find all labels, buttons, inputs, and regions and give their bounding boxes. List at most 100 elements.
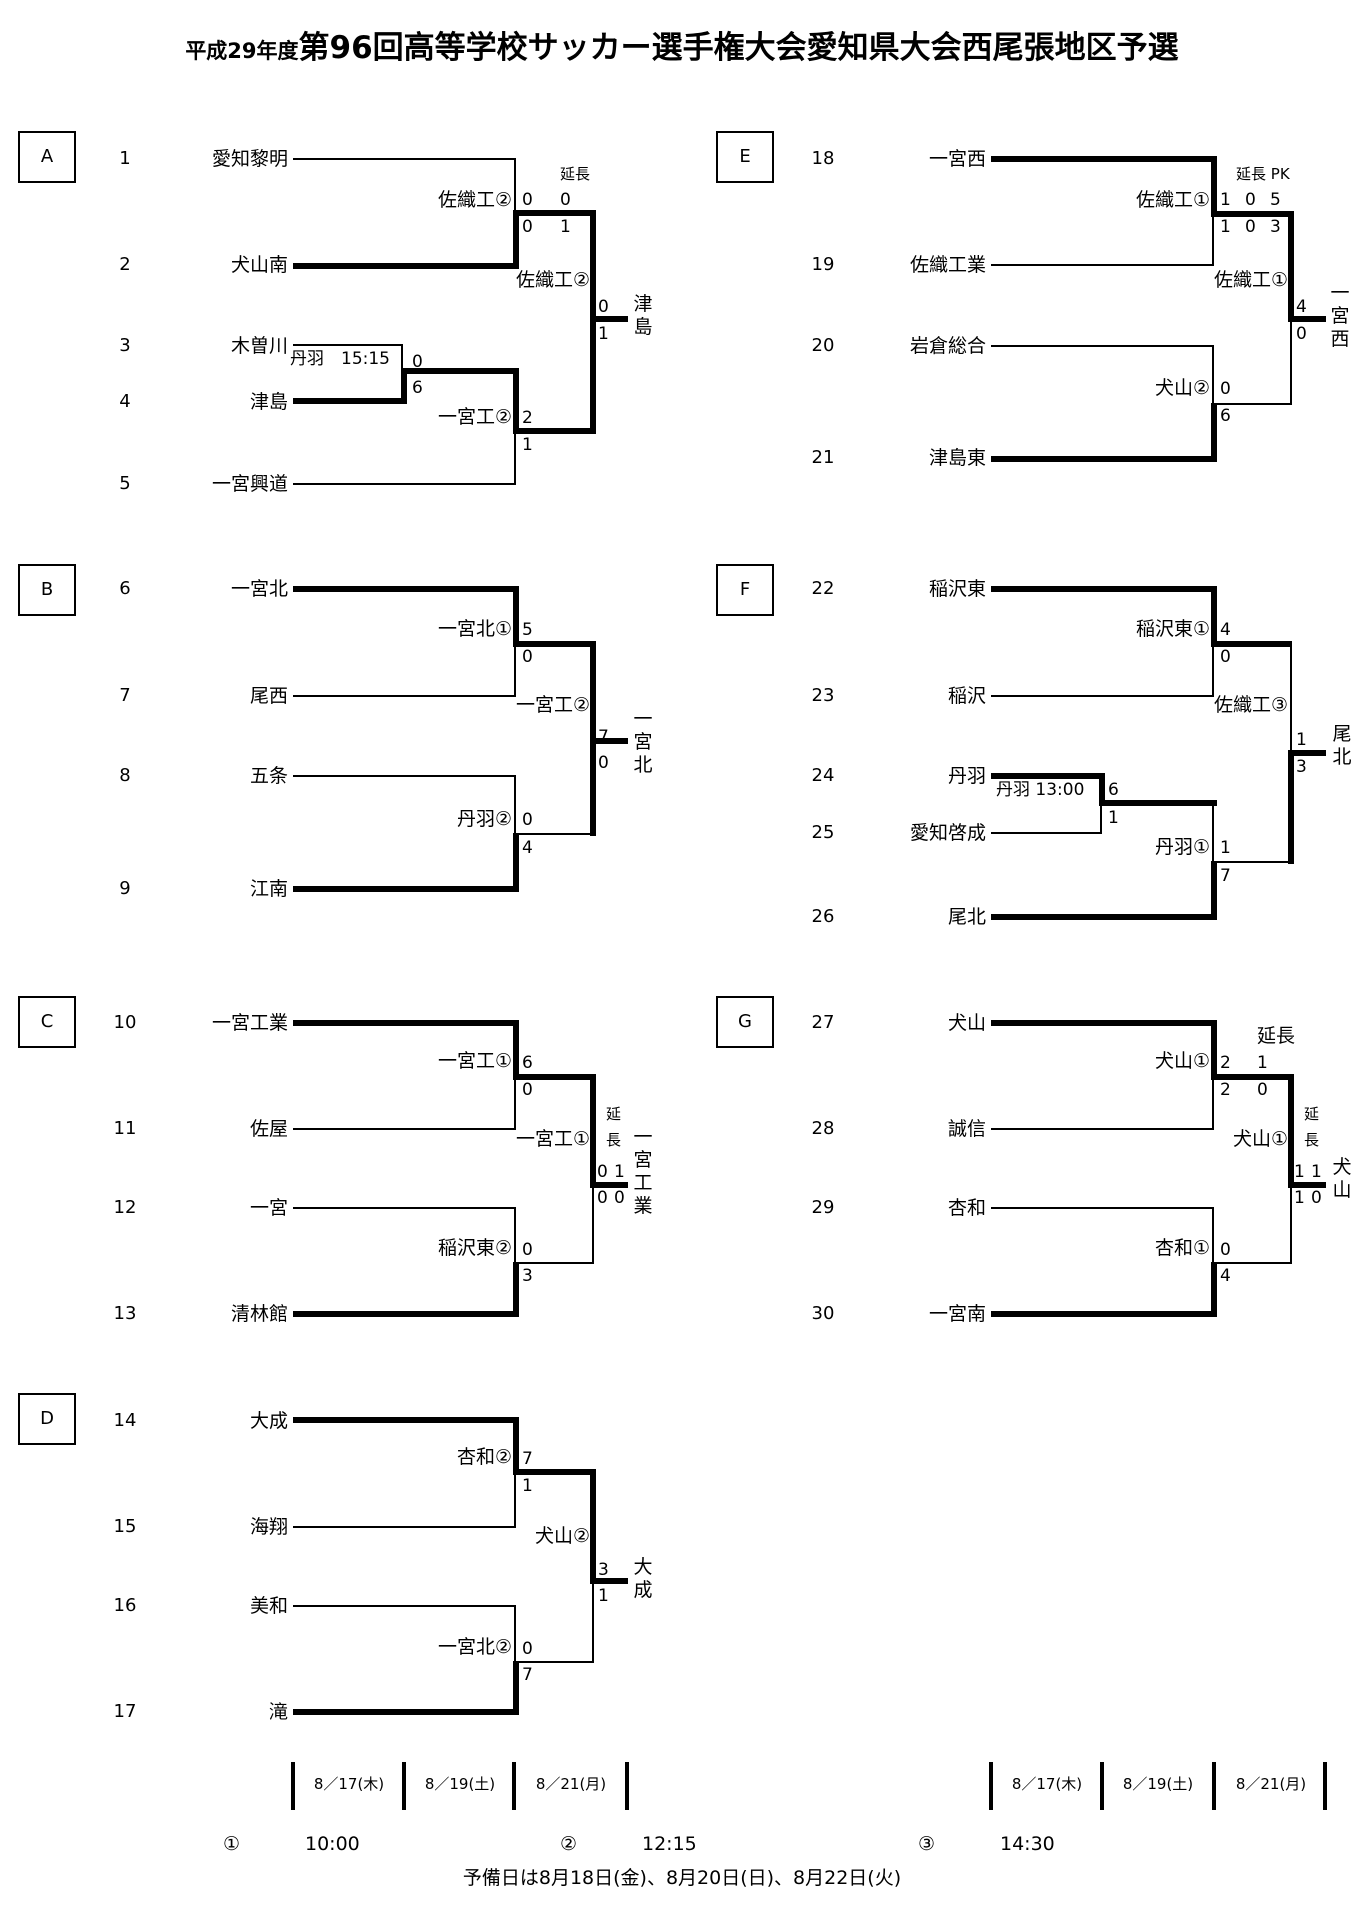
- prelim-venue-time: 丹羽 13:00: [996, 780, 1085, 800]
- match-winner: 一宮北①: [437, 618, 512, 640]
- date-divider: [625, 1762, 629, 1810]
- bracket-line: [293, 775, 516, 777]
- score-pk: 5: [1270, 190, 1281, 210]
- reserve-days-note: 予備日は8月18日(金)、8月20日(日)、8月22日(火): [462, 1867, 902, 1889]
- seed-number: 26: [811, 906, 835, 927]
- block-label: D: [18, 1393, 76, 1445]
- team-name: 佐織工業: [909, 254, 986, 276]
- score: 0: [412, 352, 423, 372]
- score: 7: [598, 727, 609, 747]
- bracket-line: [293, 263, 519, 269]
- bracket-line: [514, 1472, 516, 1528]
- score: 2: [1220, 1053, 1231, 1073]
- bracket-line: [1288, 1182, 1326, 1188]
- match-winner: 佐織工②: [437, 189, 512, 211]
- seed-number: 14: [113, 1410, 137, 1431]
- bracket-line: [513, 1020, 519, 1077]
- team-name: 尾西: [249, 685, 288, 707]
- match-winner: 杏和①: [1154, 1237, 1210, 1259]
- extra-time-label: 延: [606, 1105, 622, 1123]
- bracket-line: [1288, 1074, 1294, 1185]
- bracket-line: [513, 1074, 594, 1080]
- score: 1: [598, 1586, 609, 1606]
- bracket-line: [991, 1128, 1214, 1130]
- bracket-line: [592, 1581, 594, 1663]
- match-winner: 一宮工②: [437, 406, 512, 428]
- bracket-line: [991, 832, 1101, 834]
- team-name: 愛知啓成: [909, 822, 986, 844]
- seed-number: 22: [811, 578, 835, 599]
- team-name: 五条: [249, 765, 288, 787]
- score-extra-time: 0: [1311, 1188, 1322, 1208]
- bracket-line: [293, 398, 407, 404]
- date-divider: [1323, 1762, 1327, 1810]
- team-name: 木曽川: [230, 335, 288, 357]
- match-winner: 犬山②: [1154, 377, 1210, 399]
- match-winner: 丹羽②: [456, 808, 512, 830]
- seed-number: 2: [119, 254, 131, 275]
- score: 6: [412, 378, 423, 398]
- team-name: 誠信: [947, 1118, 986, 1140]
- bracket-line: [513, 368, 519, 431]
- bracket-line: [1212, 403, 1292, 405]
- score: 1: [1296, 730, 1307, 750]
- match-winner: 稲沢東①: [1135, 618, 1210, 640]
- team-name: 稲沢東: [928, 578, 986, 600]
- team-name: 尾北: [947, 906, 986, 928]
- bracket-line: [514, 1605, 516, 1661]
- bracket-line: [991, 345, 1214, 347]
- match-winner: 佐織工①: [1213, 269, 1288, 291]
- bracket-line: [991, 695, 1214, 697]
- bracket-line: [1212, 1262, 1292, 1264]
- score: 0: [1220, 1240, 1231, 1260]
- score-extra-time: 0: [1257, 1080, 1268, 1100]
- bracket-line: [513, 428, 594, 434]
- date-divider: [1100, 1762, 1104, 1810]
- team-name: 佐屋: [249, 1118, 288, 1140]
- score-extra-time: 1: [560, 217, 571, 237]
- score: 1: [1220, 217, 1231, 237]
- block-champion: 一宮北: [633, 708, 653, 776]
- seed-number: 1: [119, 148, 131, 169]
- match-winner: 杏和②: [456, 1446, 512, 1468]
- round2-date: 8／19(土): [424, 1775, 496, 1793]
- score: 1: [1220, 838, 1231, 858]
- bracket-line: [991, 1207, 1214, 1209]
- score: 0: [1220, 379, 1231, 399]
- bracket-line: [513, 1469, 594, 1475]
- bracket-line: [1211, 1262, 1217, 1317]
- bracket-line: [293, 1311, 519, 1317]
- seed-number: 17: [113, 1701, 137, 1722]
- bracket-line: [293, 695, 516, 697]
- seed-number: 6: [119, 578, 131, 599]
- bracket-line: [1211, 211, 1292, 217]
- score: 0: [598, 753, 609, 773]
- team-name: 丹羽: [947, 765, 986, 787]
- bracket-line: [1288, 316, 1326, 322]
- match-winner: 佐織工①: [1135, 189, 1210, 211]
- team-name: 津島東: [928, 447, 986, 469]
- bracket-line: [293, 1128, 516, 1130]
- team-name: 愛知黎明: [211, 148, 288, 170]
- bracket-line: [514, 1262, 594, 1264]
- bracket-line: [513, 1661, 519, 1715]
- seed-number: 25: [811, 822, 835, 843]
- extra-time-label: 延長: [560, 165, 591, 183]
- block-label: A: [18, 131, 76, 183]
- round1-date: 8／17(木): [313, 1775, 385, 1793]
- block-label: G: [716, 996, 774, 1048]
- bracket-line: [1211, 1020, 1217, 1077]
- bracket-line: [293, 483, 516, 485]
- score-extra-time: 0: [1245, 217, 1256, 237]
- seed-number: 3: [119, 335, 131, 356]
- score: 6: [1108, 780, 1119, 800]
- bracket-line: [293, 1526, 516, 1528]
- seed-number: 21: [811, 447, 835, 468]
- seed-number: 8: [119, 765, 131, 786]
- round2-date: 8／19(土): [1122, 1775, 1194, 1793]
- team-name: 美和: [249, 1595, 288, 1617]
- team-name: 岩倉総合: [909, 335, 986, 357]
- score: 4: [522, 838, 533, 858]
- block-champion: 一宮西: [1330, 282, 1350, 350]
- score: 3: [598, 1560, 609, 1580]
